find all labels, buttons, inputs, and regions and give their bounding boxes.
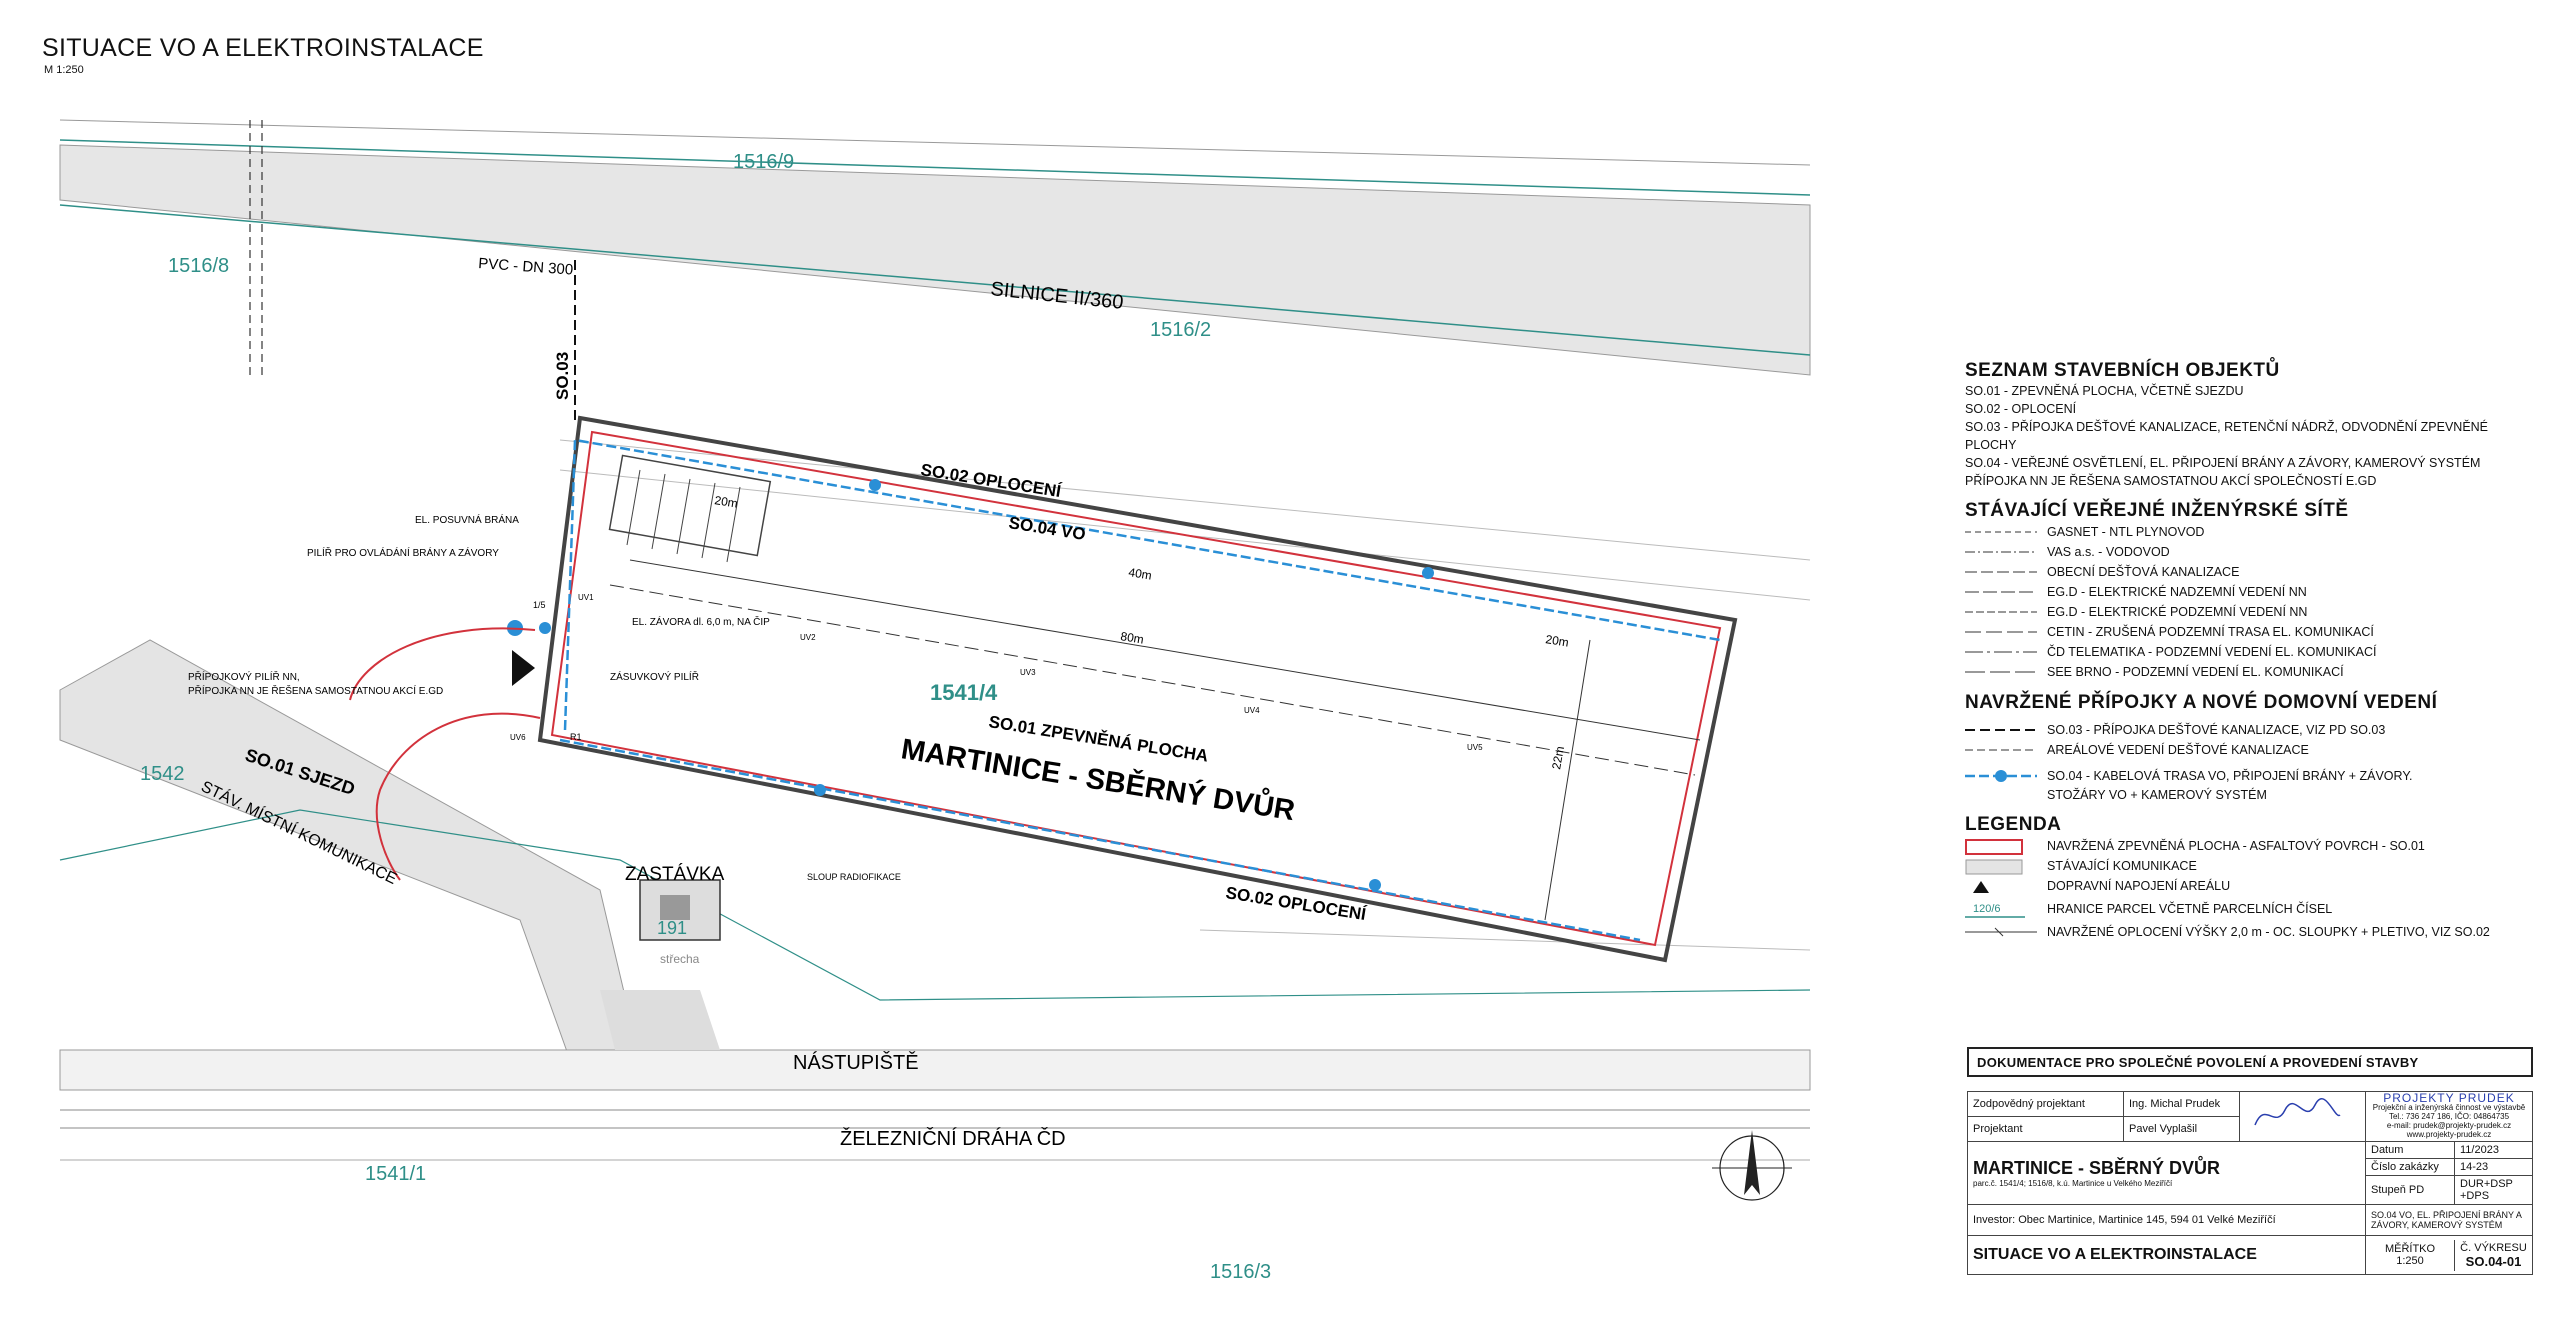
proposed-item: AREÁLOVÉ VEDENÍ DEŠŤOVÉ KANALIZACE (1965, 743, 2309, 757)
legend-item: STÁVAJÍCÍ KOMUNIKACE (1965, 856, 2535, 876)
investor: Investor: Obec Martinice, Martinice 145,… (1967, 1204, 2366, 1236)
access-arrow (512, 650, 535, 686)
nastupiste-label: NÁSTUPIŠTĚ (793, 1051, 919, 1074)
railway-label: ŽELEZNIČNÍ DRÁHA ČD (840, 1127, 1066, 1150)
parcel-label: 1541/4 (930, 680, 998, 705)
project-sub: parc.č. 1541/4; 1516/8, k.ú. Martinice u… (1973, 1179, 2173, 1188)
network-item: VAS a.s. - VODOVOD (1965, 545, 2170, 559)
company-block: PROJEKTY PRUDEK Projekční a inženýrská č… (2365, 1091, 2533, 1142)
network-item: OBECNÍ DEŠŤOVÁ KANALIZACE (1965, 565, 2240, 579)
proposed-item: SO.03 - PŘÍPOJKA DEŠŤOVÉ KANALIZACE, VIZ… (1965, 723, 2386, 737)
cislo-value: 14-23 (2460, 1161, 2489, 1173)
site-plan: 1516/9 1516/8 1516/2 1542 1541/4 191 154… (59, 119, 1811, 1283)
fence-outline (537, 415, 1738, 963)
railway-platform (59, 1049, 1811, 1091)
pipe-label: PVC - DN 300 (478, 255, 574, 279)
object-item: SO.01 - ZPEVNĚNÁ PLOCHA, VČETNĚ SJEZDU (1965, 384, 2244, 398)
networks-title: STÁVAJÍCÍ VEŘEJNÉ INŽENÝRSKÉ SÍTĚ (1965, 500, 2349, 521)
object-item: PŘÍPOJKA NN JE ŘEŠENA SAMOSTATNOU AKCÍ S… (1965, 474, 2377, 488)
so04-label: SO.04 VO (1007, 513, 1087, 544)
network-item: CETIN - ZRUŠENÁ PODZEMNÍ TRASA EL. KOMUN… (1965, 625, 2374, 639)
tag-label: R1 (570, 732, 582, 742)
proposed-item: STOŽÁRY VO + KAMEROVÝ SYSTÉM (2047, 788, 2267, 802)
dim-label: 20m (1545, 632, 1570, 649)
uv-label: UV6 (510, 733, 526, 742)
title-block-header: DOKUMENTACE PRO SPOLEČNÉ POVOLENÍ A PROV… (1967, 1047, 2533, 1077)
page-scale: M 1:250 (44, 64, 84, 76)
stupen-value: DUR+DSP +DPS (2460, 1178, 2513, 1202)
parcel-boundary (59, 204, 1811, 356)
legend-title: LEGENDA (1965, 814, 2062, 835)
zastavka-label: ZASTÁVKA (625, 864, 725, 885)
note-posuvna: EL. POSUVNÁ BRÁNA (415, 513, 519, 526)
legend-panel: SEZNAM STAVEBNÍCH OBJEKTŮ SO.01 - ZPEVNĚ… (1965, 360, 2535, 952)
title-block: DOKUMENTACE PRO SPOLEČNÉ POVOLENÍ A PROV… (1967, 1047, 2533, 1275)
legend-item: NAVRŽENÉ OPLOCENÍ VÝŠKY 2,0 m - OC. SLOU… (1965, 922, 2535, 942)
note-zasuvkovy: ZÁSUVKOVÝ PILÍŘ (610, 670, 699, 683)
note-pripojkovy-1: PŘÍPOJKOVÝ PILÍŘ NN, (188, 670, 300, 683)
note-zavora: EL. ZÁVORA dl. 6,0 m, NA ČIP (632, 615, 770, 628)
proj-label: Projektant (1967, 1116, 2124, 1142)
uv-label: UV3 (1020, 668, 1036, 677)
note-pripojkovy-2: PŘÍPOJKA NN JE ŘEŠENA SAMOSTATNOU AKCÍ E… (188, 684, 443, 697)
road-silnice (59, 144, 1811, 376)
cable-route (563, 438, 1721, 731)
parcel-label: 1541/1 (365, 1163, 426, 1185)
legend-item: DOPRAVNÍ NAPOJENÍ AREÁLU (1965, 876, 2535, 896)
parcel-label: 1542 (140, 763, 185, 785)
network-item: EG.D - ELEKTRICKÉ NADZEMNÍ VEDENÍ NN (1965, 585, 2307, 599)
vykres-value: SO.04-01 (2465, 1253, 2522, 1269)
parcel-label: 1516/9 (733, 151, 794, 173)
page-title: SITUACE VO A ELEKTROINSTALACE (42, 34, 484, 62)
zodp-value: Ing. Michal Prudek (2123, 1091, 2240, 1117)
uv-label: UV1 (578, 593, 594, 602)
datum-label: Datum (2366, 1142, 2455, 1158)
dim-label: 22m (1549, 745, 1567, 770)
object-item: SO.03 - PŘÍPOJKA DEŠŤOVÉ KANALIZACE, RET… (1965, 420, 2489, 452)
network-item: ČD TELEMATIKA - PODZEMNÍ VEDENÍ EL. KOMU… (1965, 645, 2377, 659)
dim-label: 40m (1128, 565, 1153, 582)
meritko-value: 1:250 (2396, 1255, 2424, 1267)
network-item: EG.D - ELEKTRICKÉ PODZEMNÍ VEDENÍ NN (1965, 605, 2308, 619)
zodp-label: Zodpovědný projektant (1967, 1091, 2124, 1117)
so03-label: SO.03 (553, 352, 572, 400)
vykres-label: Č. VÝKRESU (2460, 1241, 2527, 1254)
stupen-label: Stupeň PD (2366, 1176, 2455, 1204)
so02-label-top: SO.02 OPLOCENÍ (919, 460, 1063, 501)
dim-label: 80m (1120, 629, 1145, 646)
so-desc: SO.04 VO, EL. PŘIPOJENÍ BRÁNY A ZÁVORY, … (2365, 1204, 2533, 1236)
drawing-name: SITUACE VO A ELEKTROINSTALACE (1967, 1235, 2366, 1275)
meritko-label: MĚŘÍTKO (2384, 1243, 2436, 1255)
object-item: SO.04 - VEŘEJNÉ OSVĚTLENÍ, EL. PŘIPOJENÍ… (1965, 456, 2481, 470)
parcel-label: 1516/3 (1210, 1261, 1271, 1283)
parcel-label: 1516/2 (1150, 319, 1211, 341)
legend-item: NAVRŽENÁ ZPEVNĚNÁ PLOCHA - ASFALTOVÝ POV… (1965, 836, 2535, 856)
svg-text:120/6: 120/6 (1973, 903, 2001, 915)
proposed-title: NAVRŽENÉ PŘÍPOJKY A NOVÉ DOMOVNÍ VEDENÍ (1965, 692, 2438, 713)
strecha-label: střecha (660, 952, 700, 966)
uv-label: UV2 (800, 633, 816, 642)
signature (2239, 1091, 2366, 1142)
paved-area (550, 430, 1722, 947)
project-name: MARTINICE - SBĚRNÝ DVŮR (1973, 1158, 2221, 1178)
tag-label: 1/5 (533, 600, 546, 610)
datum-value: 11/2023 (2460, 1144, 2499, 1156)
network-item: GASNET - NTL PLYNOVOD (1965, 525, 2205, 539)
proposed-item: SO.04 - KABELOVÁ TRASA VO, PŘIPOJENÍ BRÁ… (1965, 766, 2535, 786)
uv-label: UV4 (1244, 706, 1260, 715)
dim-label: 20m (714, 493, 739, 510)
parcel-label: 191 (657, 918, 687, 938)
parcel-label: 1516/8 (168, 255, 229, 277)
objects-title: SEZNAM STAVEBNÍCH OBJEKTŮ (1965, 360, 2280, 381)
note-sloup: SLOUP RADIOFIKACE (807, 872, 901, 882)
proj-value: Pavel Vyplašil (2123, 1116, 2240, 1142)
network-item: SEE BRNO - PODZEMNÍ VEDENÍ EL. KOMUNIKAC… (1965, 665, 2344, 679)
note-pilir: PILÍŘ PRO OVLÁDÁNÍ BRÁNY A ZÁVORY (307, 546, 499, 559)
uv-label: UV5 (1467, 743, 1483, 752)
cislo-label: Číslo zakázky (2366, 1159, 2455, 1175)
object-item: SO.02 - OPLOCENÍ (1965, 402, 2077, 416)
